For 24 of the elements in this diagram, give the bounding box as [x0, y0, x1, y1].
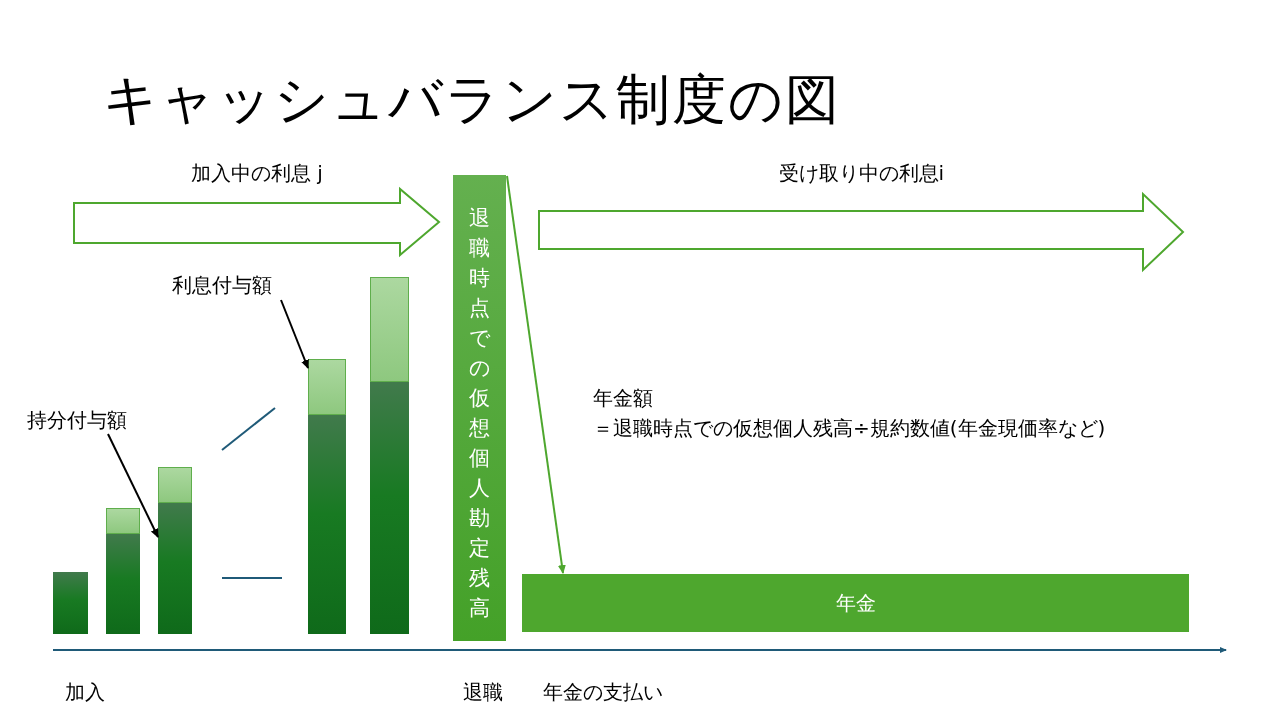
leader-arrow	[107, 433, 159, 538]
callout-label: 持分付与額	[27, 408, 127, 432]
timeline-label: 加入	[65, 680, 105, 704]
timeline-label: 年金の支払い	[543, 680, 663, 704]
bar-segment	[308, 359, 346, 415]
callout-label: 利息付与額	[172, 273, 272, 297]
bar-segment	[370, 382, 409, 634]
title: キャッシュバランス制度の図	[103, 68, 841, 133]
formula-text: 年金額	[593, 386, 653, 410]
bar-segment	[106, 508, 140, 534]
arrow-label: 加入中の利息 j	[191, 161, 323, 185]
bar-segment	[106, 534, 140, 634]
bar-segment	[370, 277, 409, 382]
pension-bar: 年金	[522, 574, 1189, 632]
leader-arrow	[280, 299, 309, 369]
timeline-label: 退職	[463, 680, 503, 704]
bar-segment	[53, 572, 88, 634]
bar-segment	[158, 467, 192, 503]
bar-segment	[308, 415, 346, 634]
arrow-label: 受け取り中の利息i	[778, 161, 945, 185]
formula-text: ＝退職時点での仮想個人残高÷規約数値(年金現価率など)	[593, 416, 1106, 440]
bar-segment	[158, 503, 192, 634]
retirement-column: 退職時点での仮想個人勘定残高	[453, 175, 506, 641]
arrow	[506, 175, 566, 574]
